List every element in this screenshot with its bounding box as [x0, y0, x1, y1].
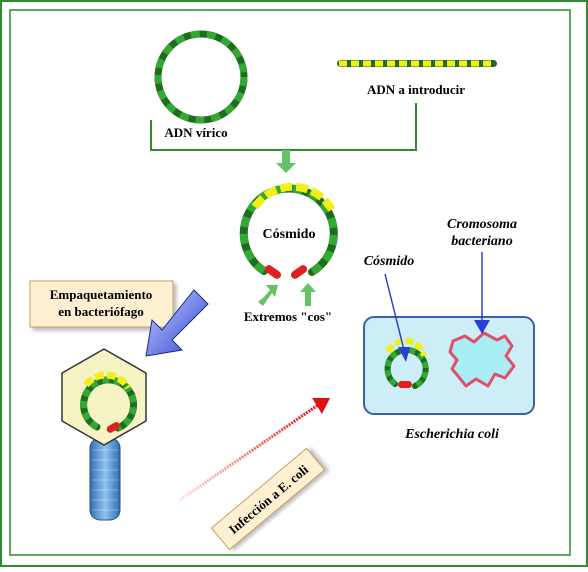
cosmid-pointer-head [398, 347, 410, 362]
insert-dna-bar [337, 60, 497, 67]
ecoli-cell [363, 316, 535, 415]
label-cosmido-cell: Cósmido [364, 254, 415, 269]
cosmid-pointer-line [384, 273, 405, 351]
inner-frame [9, 9, 571, 556]
label-extremos-cos: Extremos "cos" [244, 309, 332, 324]
label-cromosoma-2: bacteriano [451, 234, 512, 249]
infection-box [210, 447, 326, 551]
cos-arrow-left [258, 285, 278, 306]
cos-arrow-right [300, 283, 316, 306]
chromosome-pointer-head [474, 320, 490, 334]
label-adn-virico: ADN vírico [164, 125, 227, 140]
bacteriophage [61, 348, 147, 521]
down-arrow [276, 150, 296, 173]
packaging-arrow [145, 289, 209, 357]
packaging-box [29, 280, 174, 328]
label-cosmido-center: Cósmido [263, 227, 316, 242]
label-empaquetamiento-1: Empaquetamiento [50, 287, 153, 302]
cosmid-central [239, 182, 338, 279]
infection-arrow [179, 398, 330, 502]
label-cromosoma-1: Cromosoma [447, 217, 517, 232]
bacterial-chromosome [448, 331, 516, 388]
label-ecoli: Escherichia coli [404, 427, 499, 442]
label-adn-introducir: ADN a introducir [367, 82, 465, 97]
viral-dna-circle [154, 30, 248, 124]
label-empaquetamiento-2: en bacteriófago [58, 304, 144, 319]
